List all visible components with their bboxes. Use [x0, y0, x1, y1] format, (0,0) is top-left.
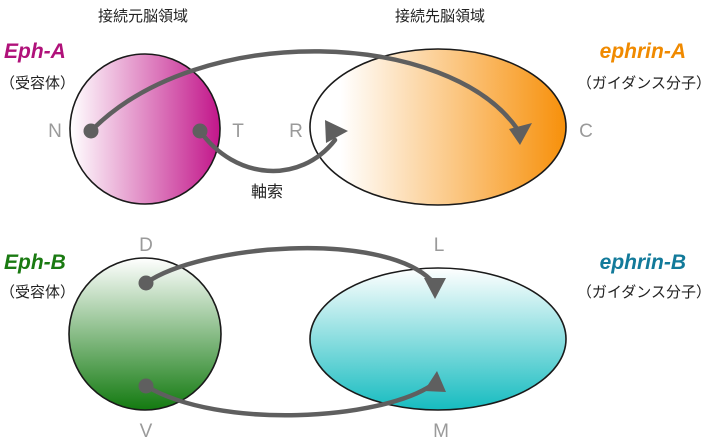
label-c: C	[579, 121, 593, 142]
arrowhead-m	[424, 371, 446, 392]
ephrin-b-label: ephrin-B	[600, 251, 686, 274]
label-r: R	[289, 121, 303, 142]
label-v: V	[140, 421, 153, 440]
arrowhead-r	[325, 120, 348, 143]
label-l: L	[434, 235, 445, 256]
source-region-header: 接続元脳領域	[98, 7, 188, 25]
label-n: N	[48, 121, 62, 142]
neuron-dot-d	[138, 275, 154, 291]
target-region-bottom	[309, 267, 567, 411]
source-region-bottom	[68, 257, 222, 411]
eph-a-role: （受容体）	[0, 74, 75, 92]
label-m: M	[433, 421, 449, 440]
neuron-dot-v	[138, 378, 154, 394]
ephrin-b-role: （ガイダンス分子）	[577, 283, 711, 301]
source-region-top	[69, 53, 221, 205]
neuron-dot-n	[83, 123, 99, 139]
target-region-header: 接続先脳領域	[395, 7, 485, 25]
eph-a-label: Eph-A	[4, 40, 66, 63]
label-d: D	[139, 235, 153, 256]
neuron-dot-t	[192, 123, 208, 139]
arrowhead-c	[509, 123, 532, 145]
axon-path-t-to-r	[197, 128, 338, 174]
axon-path-v-to-m	[143, 382, 435, 418]
eph-b-label: Eph-B	[4, 251, 66, 274]
eph-b-role: （受容体）	[0, 283, 75, 301]
axon-path-n-to-c	[88, 49, 521, 134]
axon-path-d-to-l	[143, 245, 434, 286]
target-region-top	[309, 48, 567, 206]
axon-label: 軸索	[251, 182, 283, 201]
arrowhead-l	[424, 278, 446, 299]
ephrin-a-role: （ガイダンス分子）	[577, 74, 711, 92]
ephrin-a-label: ephrin-A	[600, 40, 686, 63]
label-t: T	[232, 121, 244, 142]
